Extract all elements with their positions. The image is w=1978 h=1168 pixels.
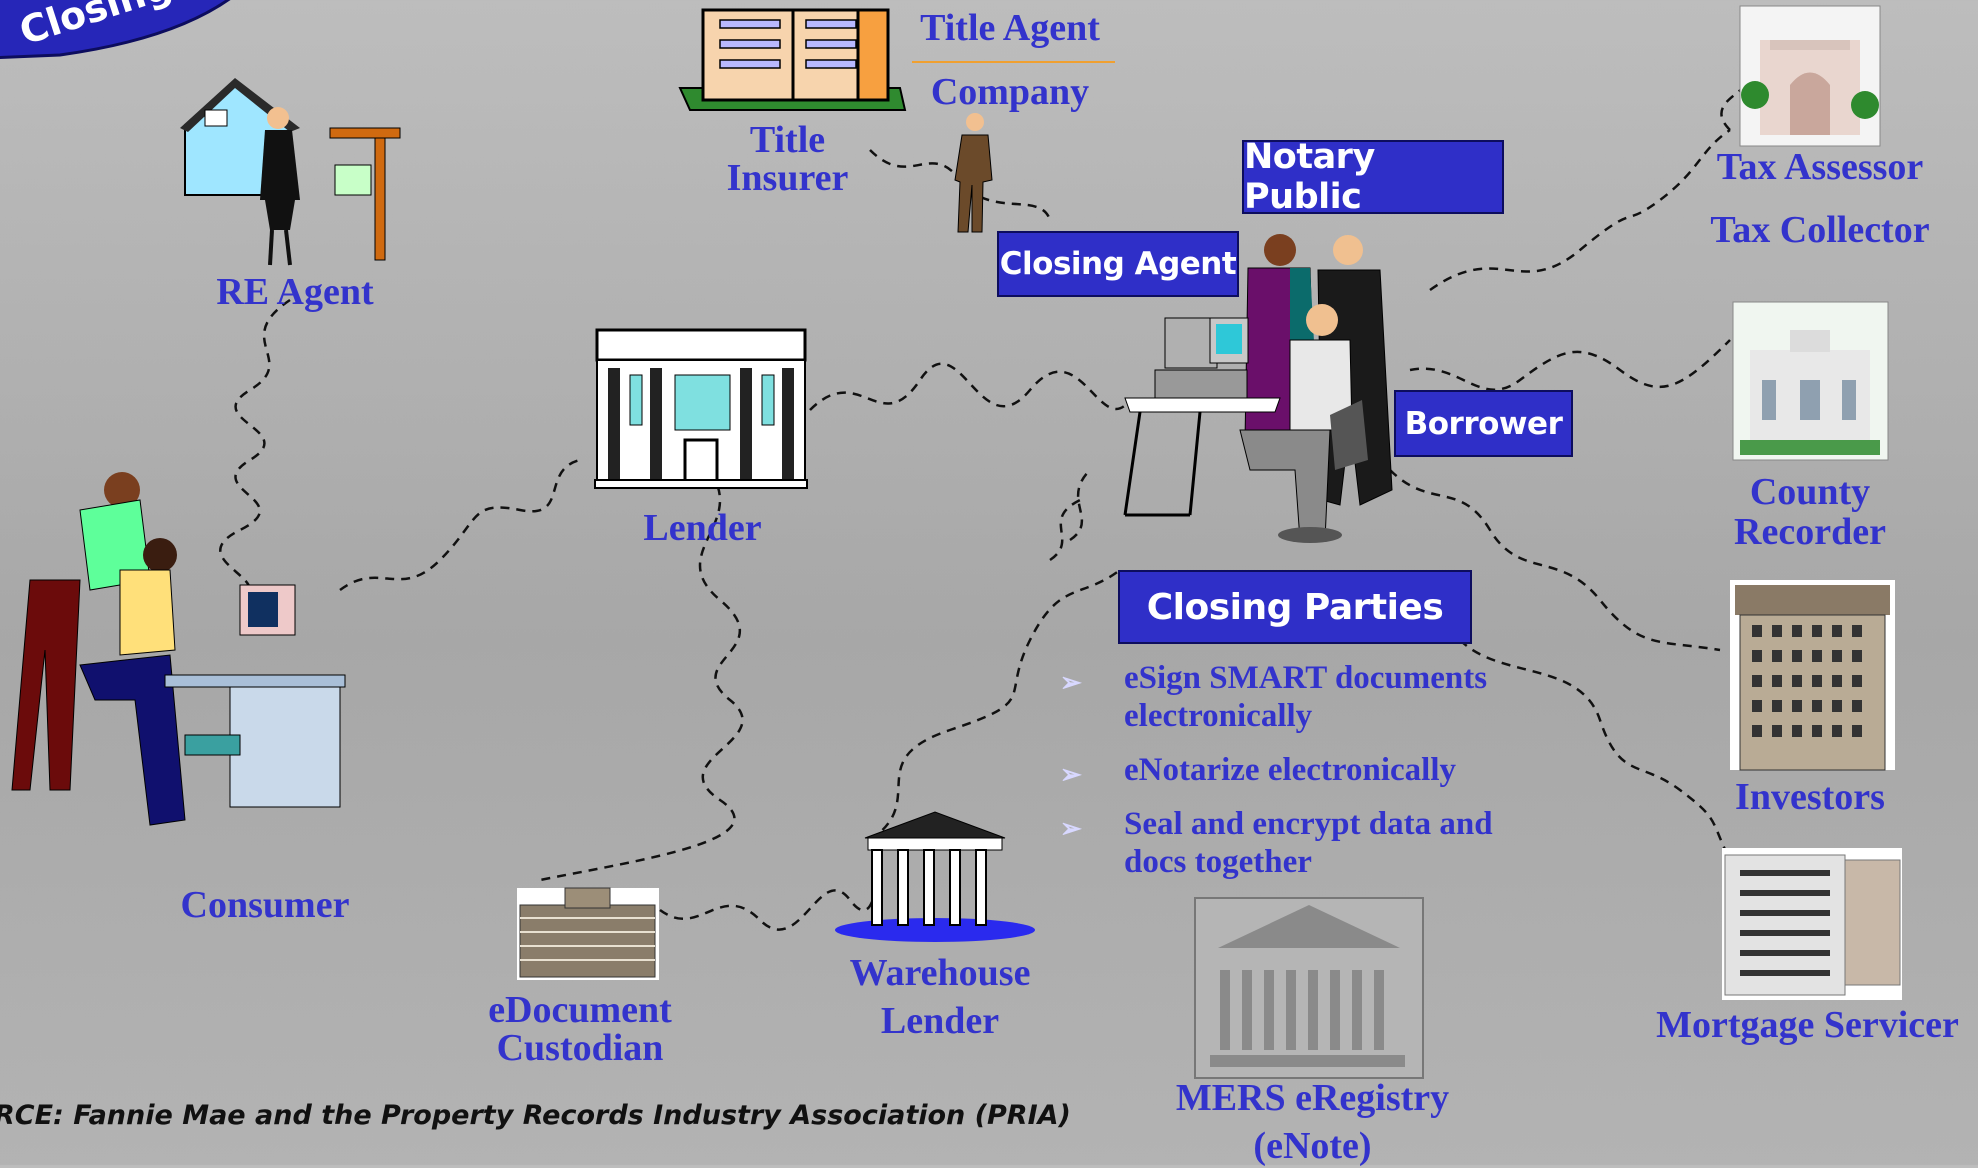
arrow-bullet-icon: ➢ (1060, 668, 1082, 697)
title-company-label: Company (930, 71, 1090, 113)
title-insurer-label-line2: Insurer (726, 157, 849, 199)
bullet-item: ➢ Seal and encrypt data and docs together (1060, 806, 1540, 882)
bullet-text: eSign SMART documents electronically (1124, 660, 1488, 734)
re-agent-label: RE Agent (216, 271, 374, 313)
closing-parties-box: Closing Parties (1118, 570, 1472, 644)
mers-eregistry-label-line1: MERS eRegistry (1175, 1077, 1450, 1119)
arrow-bullet-icon: ➢ (1060, 813, 1082, 843)
mortgage-servicer-label: Mortgage Servicer (1656, 1004, 1959, 1046)
lender-label: Lender (643, 507, 762, 549)
edocument-custodian-label-line2: Custodian (496, 1027, 664, 1069)
source-citation: RCE: Fannie Mae and the Property Records… (0, 1100, 1071, 1131)
county-recorder-label-line1: County (1749, 471, 1871, 513)
consumer-label: Consumer (180, 884, 350, 926)
bullet-text: Seal and encrypt data and docs together (1124, 805, 1493, 880)
warehouse-lender-label-line1: Warehouse (849, 952, 1031, 994)
title-insurer-label-line1: Title (749, 119, 826, 161)
closing-agent-box: Closing Agent (997, 231, 1239, 297)
bullet-text: eNotarize electronically (1124, 751, 1456, 788)
edocument-custodian-label-line1: eDocument (488, 989, 672, 1031)
bullet-item: ➢ eNotarize electronically (1060, 752, 1540, 790)
tax-assessor-label: Tax Assessor (1716, 146, 1924, 188)
title-agent-label: Title Agent (920, 7, 1100, 49)
notary-public-box: Notary Public (1242, 137, 1504, 217)
investors-label: Investors (1735, 776, 1885, 818)
borrower-box: Borrower (1394, 390, 1573, 457)
arrow-bullet-icon: ➢ (1060, 759, 1082, 789)
warehouse-lender-label-line2: Lender (880, 1000, 1000, 1042)
closing-parties-bullet-list: ➢ eSign SMART documents electronically ➢ e… (1060, 660, 1540, 898)
bullet-item: ➢ eSign SMART documents electronically (1060, 660, 1540, 736)
tax-collector-label: Tax Collector (1710, 209, 1930, 251)
mers-eregistry-label-line2: (eNote) (1253, 1125, 1372, 1167)
county-recorder-label-line2: Recorder (1734, 511, 1886, 553)
closing-banner: Closing (0, 0, 231, 60)
